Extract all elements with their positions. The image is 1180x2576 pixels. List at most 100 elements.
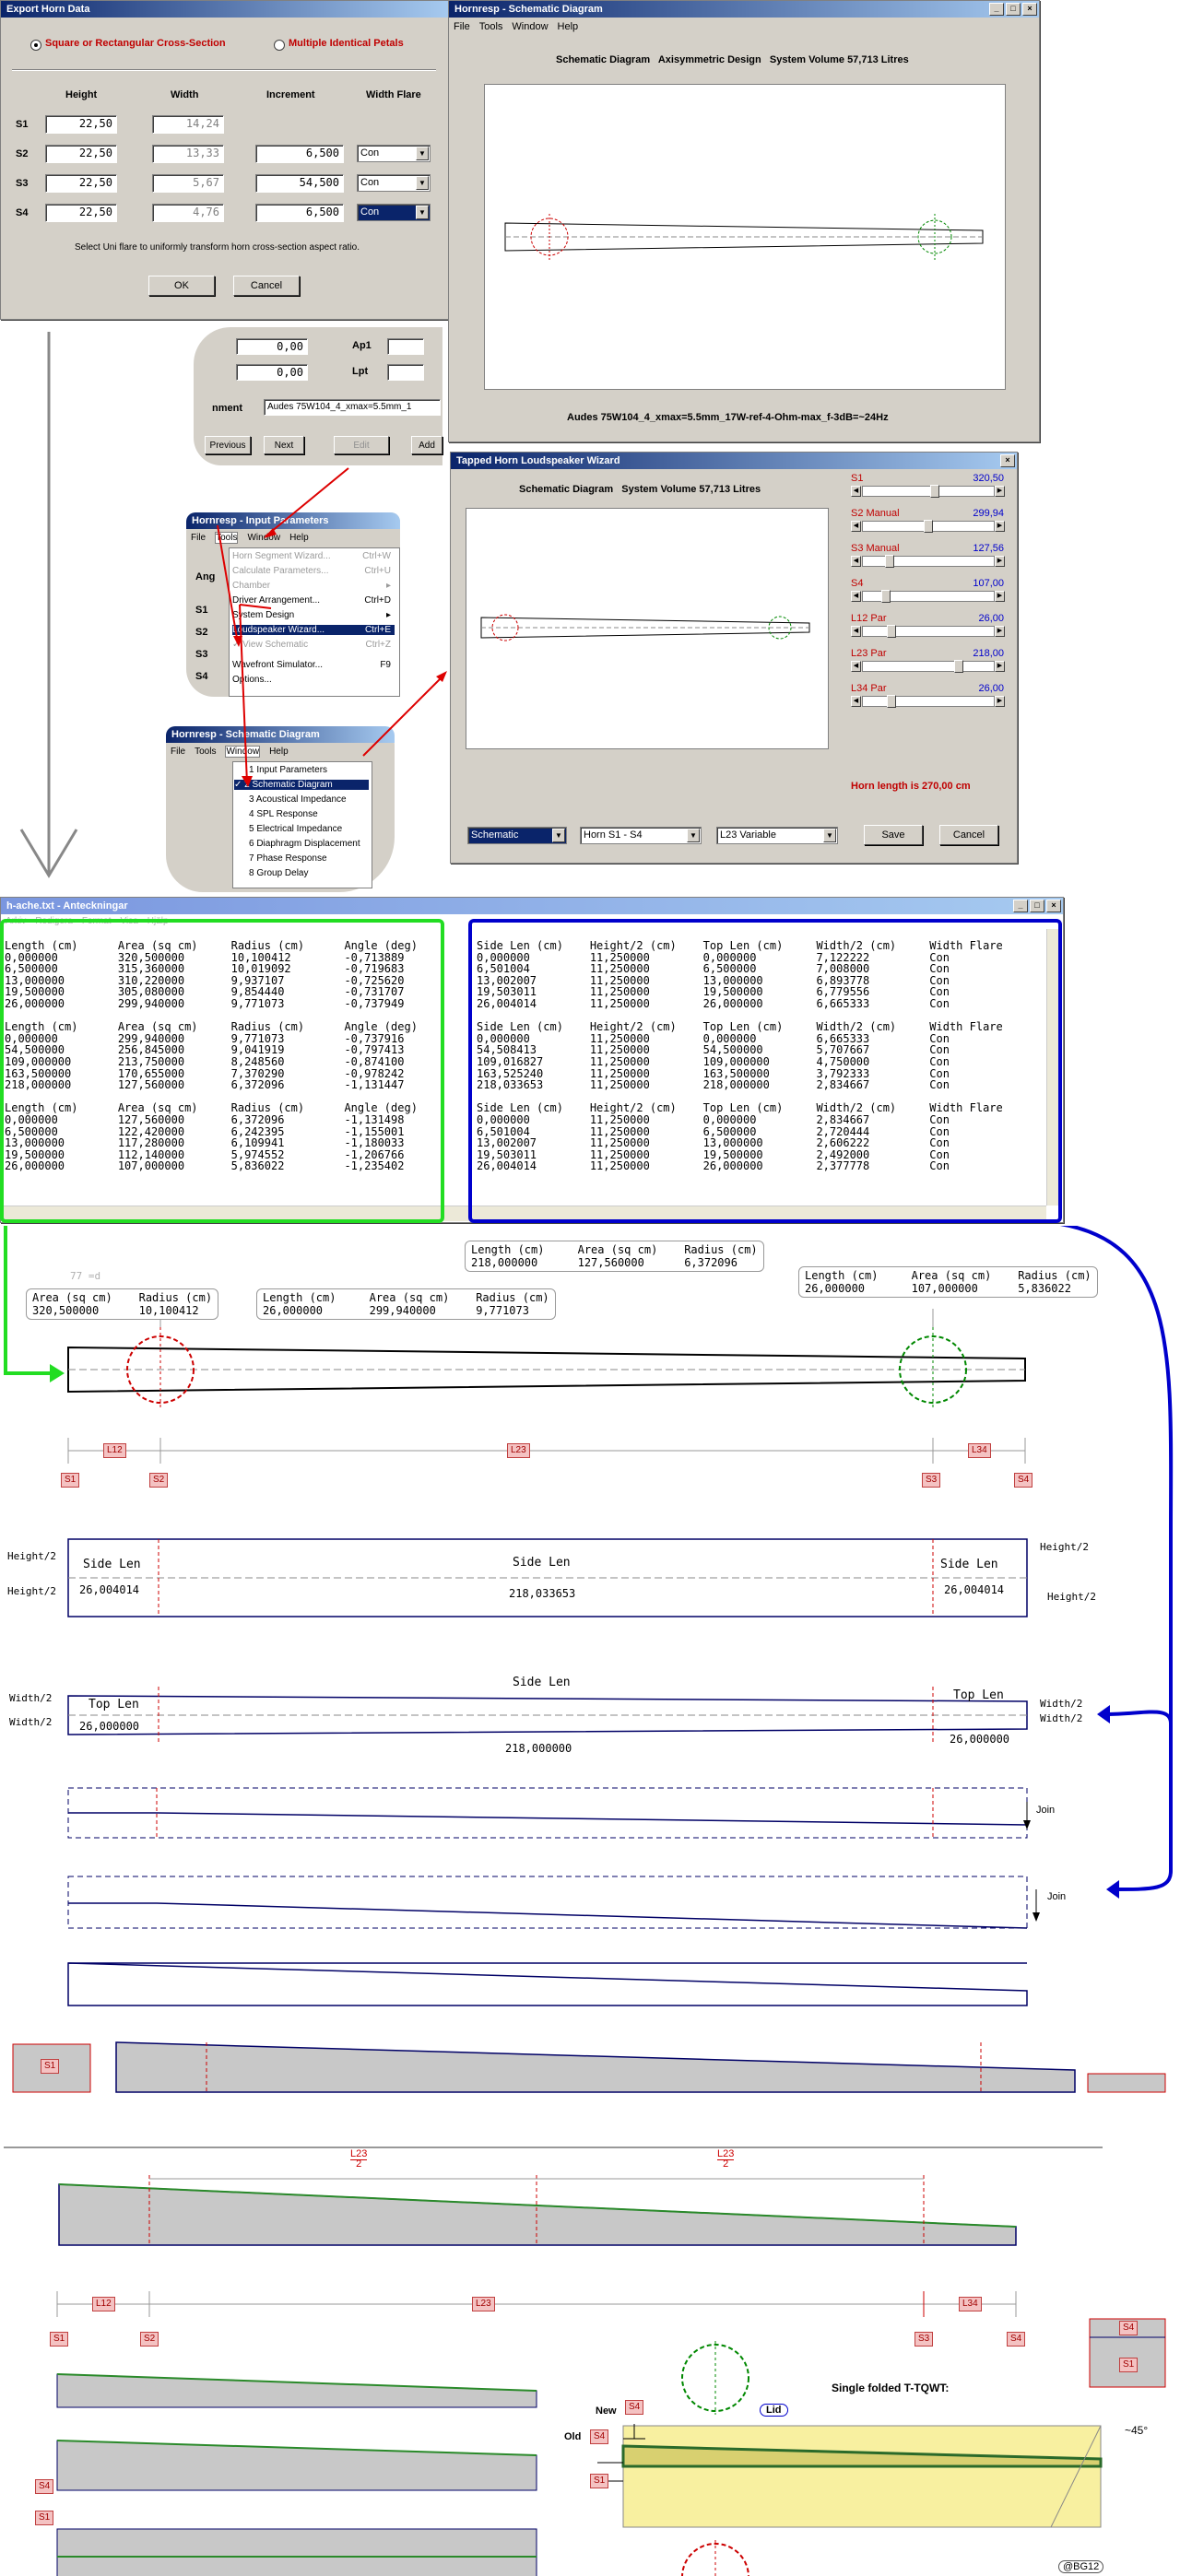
menu-chamber[interactable]: Chamber▸ [232, 581, 391, 591]
chevron-left-icon[interactable]: ◀ [851, 521, 861, 532]
s4-width[interactable]: 4,76 [152, 204, 224, 222]
menu-system-design[interactable]: System Design▸ [232, 610, 391, 620]
maximize-icon[interactable]: □ [1006, 3, 1021, 16]
window-item-1[interactable]: 1 Input Parameters [249, 765, 328, 775]
chevron-left-icon[interactable]: ◀ [851, 626, 861, 637]
chevron-right-icon[interactable]: ▶ [995, 591, 1005, 602]
input-val1[interactable]: 0,00 [236, 338, 308, 355]
slider-thumb-5[interactable] [954, 660, 963, 673]
wizard-cancel-button[interactable]: Cancel [939, 825, 998, 845]
slider-track-1[interactable] [862, 520, 995, 533]
previous-button[interactable]: Previous [205, 436, 251, 454]
s4-increment[interactable]: 6,500 [255, 204, 344, 222]
input-ap1[interactable] [387, 338, 424, 355]
chevron-right-icon[interactable]: ▶ [995, 486, 1005, 497]
comment-field[interactable]: Audes 75W104_4_xmax=5.5mm_1 [264, 399, 441, 416]
close-icon[interactable]: × [1046, 900, 1061, 912]
menu-window[interactable]: Window [247, 533, 281, 543]
chevron-left-icon[interactable]: ◀ [851, 591, 861, 602]
menu-loudspeaker-wizard[interactable]: Loudspeaker Wizard...Ctrl+E [232, 625, 395, 635]
menu-file[interactable]: File [191, 533, 206, 543]
vertical-scrollbar[interactable] [1046, 929, 1062, 1206]
window-item-6[interactable]: 6 Diaphragm Displacement [249, 839, 360, 849]
window-item-8[interactable]: 8 Group Delay [249, 868, 309, 878]
slider-track-0[interactable] [862, 485, 995, 498]
save-button[interactable]: Save [864, 825, 923, 845]
menu-horn-segment-wizard[interactable]: Horn Segment Wizard...Ctrl+W [232, 551, 391, 561]
ok-button[interactable]: OK [148, 276, 215, 296]
menu-options[interactable]: Options... [232, 675, 272, 685]
window-item-4[interactable]: 4 SPL Response [249, 809, 318, 819]
minimize-icon[interactable]: _ [989, 3, 1004, 16]
menu-file[interactable]: File [454, 21, 470, 32]
menu-window[interactable]: Window [512, 21, 549, 32]
slider-thumb-1[interactable] [924, 520, 933, 533]
menu-help[interactable]: Help [289, 533, 309, 543]
chevron-right-icon[interactable]: ▶ [995, 521, 1005, 532]
slider-track-5[interactable] [862, 660, 995, 673]
menu-wavefront-simulator[interactable]: Wavefront Simulator...F9 [232, 660, 391, 670]
window-item-5[interactable]: 5 Electrical Impedance [249, 824, 343, 834]
chevron-right-icon[interactable]: ▶ [995, 626, 1005, 637]
chevron-left-icon[interactable]: ◀ [851, 661, 861, 672]
s3-width[interactable]: 5,67 [152, 174, 224, 193]
s2-increment[interactable]: 6,500 [255, 145, 344, 163]
close-icon[interactable]: × [1022, 3, 1037, 16]
s4-height[interactable]: 22,50 [45, 204, 117, 222]
s2-width[interactable]: 13,33 [152, 145, 224, 163]
menu-window[interactable]: Window [225, 746, 261, 758]
s2-height[interactable]: 22,50 [45, 145, 117, 163]
s1-height[interactable]: 22,50 [45, 115, 117, 134]
s3-height[interactable]: 22,50 [45, 174, 117, 193]
chevron-left-icon[interactable]: ◀ [851, 556, 861, 567]
s3-increment[interactable]: 54,500 [255, 174, 344, 193]
menu-help[interactable]: Help [557, 21, 579, 32]
slider-thumb-4[interactable] [887, 625, 896, 638]
horizontal-scrollbar[interactable] [1, 1206, 1046, 1221]
variable-select[interactable]: L23 Variable▼ [716, 827, 838, 844]
view-select[interactable]: Schematic▼ [467, 827, 567, 844]
slider-thumb-6[interactable] [887, 695, 896, 708]
notepad-left-text[interactable]: Length (cm) Area (sq cm) Radius (cm) Ang… [5, 939, 418, 1173]
slider-track-4[interactable] [862, 625, 995, 638]
window-item-3[interactable]: 3 Acoustical Impedance [249, 794, 347, 805]
chevron-left-icon[interactable]: ◀ [851, 696, 861, 707]
input-lpt[interactable] [387, 364, 424, 381]
menu-calculate-parameters[interactable]: Calculate Parameters...Ctrl+U [232, 566, 391, 576]
s2-flare-select[interactable]: Con▼ [357, 145, 431, 162]
radio-square[interactable] [30, 40, 41, 51]
window-item-7[interactable]: 7 Phase Response [249, 853, 327, 864]
maximize-icon[interactable]: □ [1030, 900, 1044, 912]
slider-track-6[interactable] [862, 695, 995, 708]
slider-thumb-3[interactable] [881, 590, 891, 603]
notepad-right-text[interactable]: Side Len (cm) Height/2 (cm) Top Len (cm)… [477, 939, 1003, 1173]
chevron-right-icon[interactable]: ▶ [995, 661, 1005, 672]
s3-flare-select[interactable]: Con▼ [357, 174, 431, 192]
minimize-icon[interactable]: _ [1013, 900, 1028, 912]
menu-tools[interactable]: Tools [195, 747, 217, 757]
slider-thumb-0[interactable] [930, 485, 939, 498]
next-button[interactable]: Next [264, 436, 304, 454]
slider-label-4: L12 Par [851, 613, 887, 624]
cancel-button[interactable]: Cancel [233, 276, 300, 296]
chevron-left-icon[interactable]: ◀ [851, 486, 861, 497]
close-icon[interactable]: × [1000, 454, 1015, 467]
slider-thumb-2[interactable] [885, 555, 894, 568]
s1-width[interactable]: 14,24 [152, 115, 224, 134]
chevron-right-icon[interactable]: ▶ [995, 696, 1005, 707]
menu-file[interactable]: File [171, 747, 186, 757]
slider-track-3[interactable] [862, 590, 995, 603]
edit-button[interactable]: Edit [334, 436, 389, 454]
window-item-2[interactable]: ✓ 2 Schematic Diagram [234, 780, 369, 790]
input-val2[interactable]: 0,00 [236, 364, 308, 381]
chevron-right-icon[interactable]: ▶ [995, 556, 1005, 567]
menu-help[interactable]: Help [269, 747, 289, 757]
s4-flare-select[interactable]: Con▼ [357, 204, 431, 221]
radio-petals[interactable] [274, 40, 285, 51]
add-button[interactable]: Add [411, 436, 442, 454]
slider-track-2[interactable] [862, 555, 995, 568]
menu-driver-arrangement[interactable]: Driver Arrangement...Ctrl+D [232, 595, 391, 606]
horn-select[interactable]: Horn S1 - S4▼ [580, 827, 702, 844]
menu-tools[interactable]: Tools [478, 21, 503, 32]
